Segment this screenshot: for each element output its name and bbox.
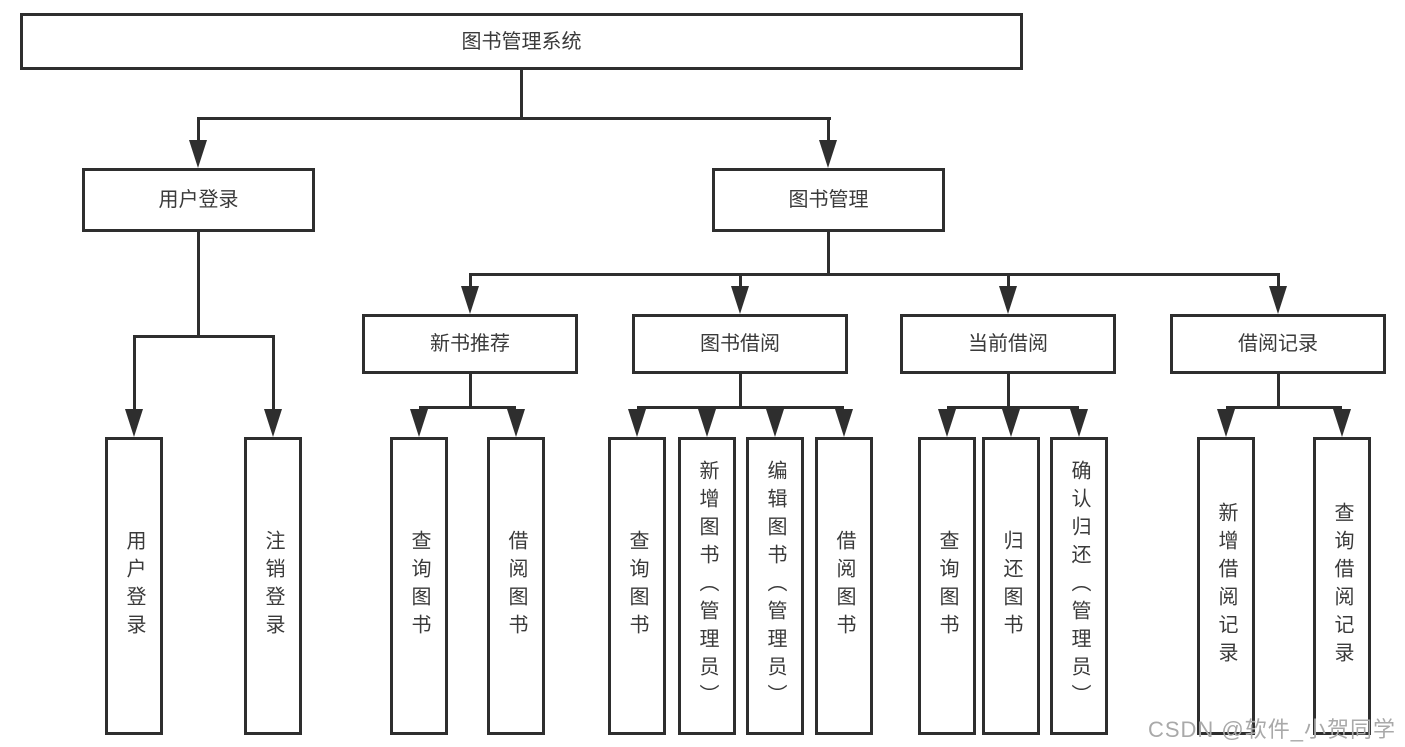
connector-line [272, 335, 275, 411]
leaf-confirm-return-admin: 确认归还（管理员） [1050, 437, 1108, 735]
leaf-add-book-admin: 新增图书（管理员） [678, 437, 736, 735]
node-label: 用户登录 [158, 189, 239, 211]
leaf-query-books-1: 查询图书 [390, 437, 448, 735]
leaf-label: 用户登录 [123, 530, 145, 642]
connector-line [1277, 273, 1280, 288]
leaf-query-books-3: 查询图书 [918, 437, 976, 735]
leaf-label: 新增图书（管理员） [696, 460, 718, 712]
arrow-down-icon [999, 286, 1017, 314]
connector-line [739, 273, 742, 288]
leaf-label: 借阅图书 [505, 530, 527, 642]
node-borrow-record: 借阅记录 [1170, 314, 1386, 374]
leaf-label: 确认归还（管理员） [1068, 460, 1090, 712]
arrow-down-icon [1333, 409, 1351, 437]
node-current-borrow: 当前借阅 [900, 314, 1116, 374]
leaf-return-books: 归还图书 [982, 437, 1040, 735]
node-user-login: 用户登录 [82, 168, 315, 232]
arrow-down-icon [125, 409, 143, 437]
csdn-watermark: CSDN @软件_小贺同学 [1147, 717, 1396, 742]
leaf-add-borrow-record: 新增借阅记录 [1197, 437, 1255, 735]
leaf-user-login: 用户登录 [105, 437, 163, 735]
arrow-down-icon [264, 409, 282, 437]
leaf-label: 归还图书 [1000, 530, 1022, 642]
connector-line [469, 374, 472, 406]
leaf-edit-book-admin: 编辑图书（管理员） [746, 437, 804, 735]
node-label: 当前借阅 [968, 333, 1048, 355]
leaf-label: 查询图书 [936, 530, 958, 642]
connector-line [133, 335, 136, 411]
arrow-down-icon [189, 140, 207, 168]
arrow-down-icon [1269, 286, 1287, 314]
connector-line [520, 69, 523, 117]
connector-line [197, 117, 831, 120]
node-label: 图书管理系统 [461, 30, 582, 53]
node-book-management: 图书管理 [712, 168, 945, 232]
connector-line [1277, 374, 1280, 406]
connector-line [419, 406, 516, 409]
node-book-borrow: 图书借阅 [632, 314, 848, 374]
leaf-label: 借阅图书 [833, 530, 855, 642]
arrow-down-icon [698, 409, 716, 437]
arrow-down-icon [410, 409, 428, 437]
connector-line [470, 273, 1280, 276]
arrow-down-icon [819, 140, 837, 168]
leaf-borrow-books-2: 借阅图书 [815, 437, 873, 735]
leaf-label: 查询图书 [626, 530, 648, 642]
node-label: 新书推荐 [430, 333, 510, 355]
connector-line [1226, 406, 1342, 409]
arrow-down-icon [1217, 409, 1235, 437]
leaf-label: 编辑图书（管理员） [764, 460, 786, 712]
leaf-query-borrow-record: 查询借阅记录 [1313, 437, 1371, 735]
arrow-down-icon [766, 409, 784, 437]
leaf-query-books-2: 查询图书 [608, 437, 666, 735]
arrow-down-icon [835, 409, 853, 437]
connector-line [827, 117, 830, 143]
node-label: 图书借阅 [700, 333, 780, 355]
node-library-management-system: 图书管理系统 [20, 13, 1023, 70]
connector-line [1007, 273, 1010, 288]
node-label: 借阅记录 [1238, 333, 1318, 355]
connector-line [134, 335, 273, 338]
arrow-down-icon [731, 286, 749, 314]
leaf-borrow-books-1: 借阅图书 [487, 437, 545, 735]
connector-line [469, 273, 472, 288]
connector-line [197, 117, 200, 143]
arrow-down-icon [1070, 409, 1088, 437]
leaf-label: 查询借阅记录 [1331, 502, 1353, 670]
connector-line [827, 232, 830, 273]
arrow-down-icon [1002, 409, 1020, 437]
leaf-label: 查询图书 [408, 530, 430, 642]
connector-line [1007, 374, 1010, 406]
leaf-label: 注销登录 [262, 530, 284, 642]
arrow-down-icon [507, 409, 525, 437]
connector-line [197, 232, 200, 335]
arrow-down-icon [938, 409, 956, 437]
node-label: 图书管理 [788, 189, 869, 211]
connector-line [739, 374, 742, 406]
connector-line [637, 406, 844, 409]
leaf-label: 新增借阅记录 [1215, 502, 1237, 670]
leaf-logout: 注销登录 [244, 437, 302, 735]
arrow-down-icon [628, 409, 646, 437]
arrow-down-icon [461, 286, 479, 314]
connector-line [947, 406, 1079, 409]
node-new-book-recommend: 新书推荐 [362, 314, 578, 374]
